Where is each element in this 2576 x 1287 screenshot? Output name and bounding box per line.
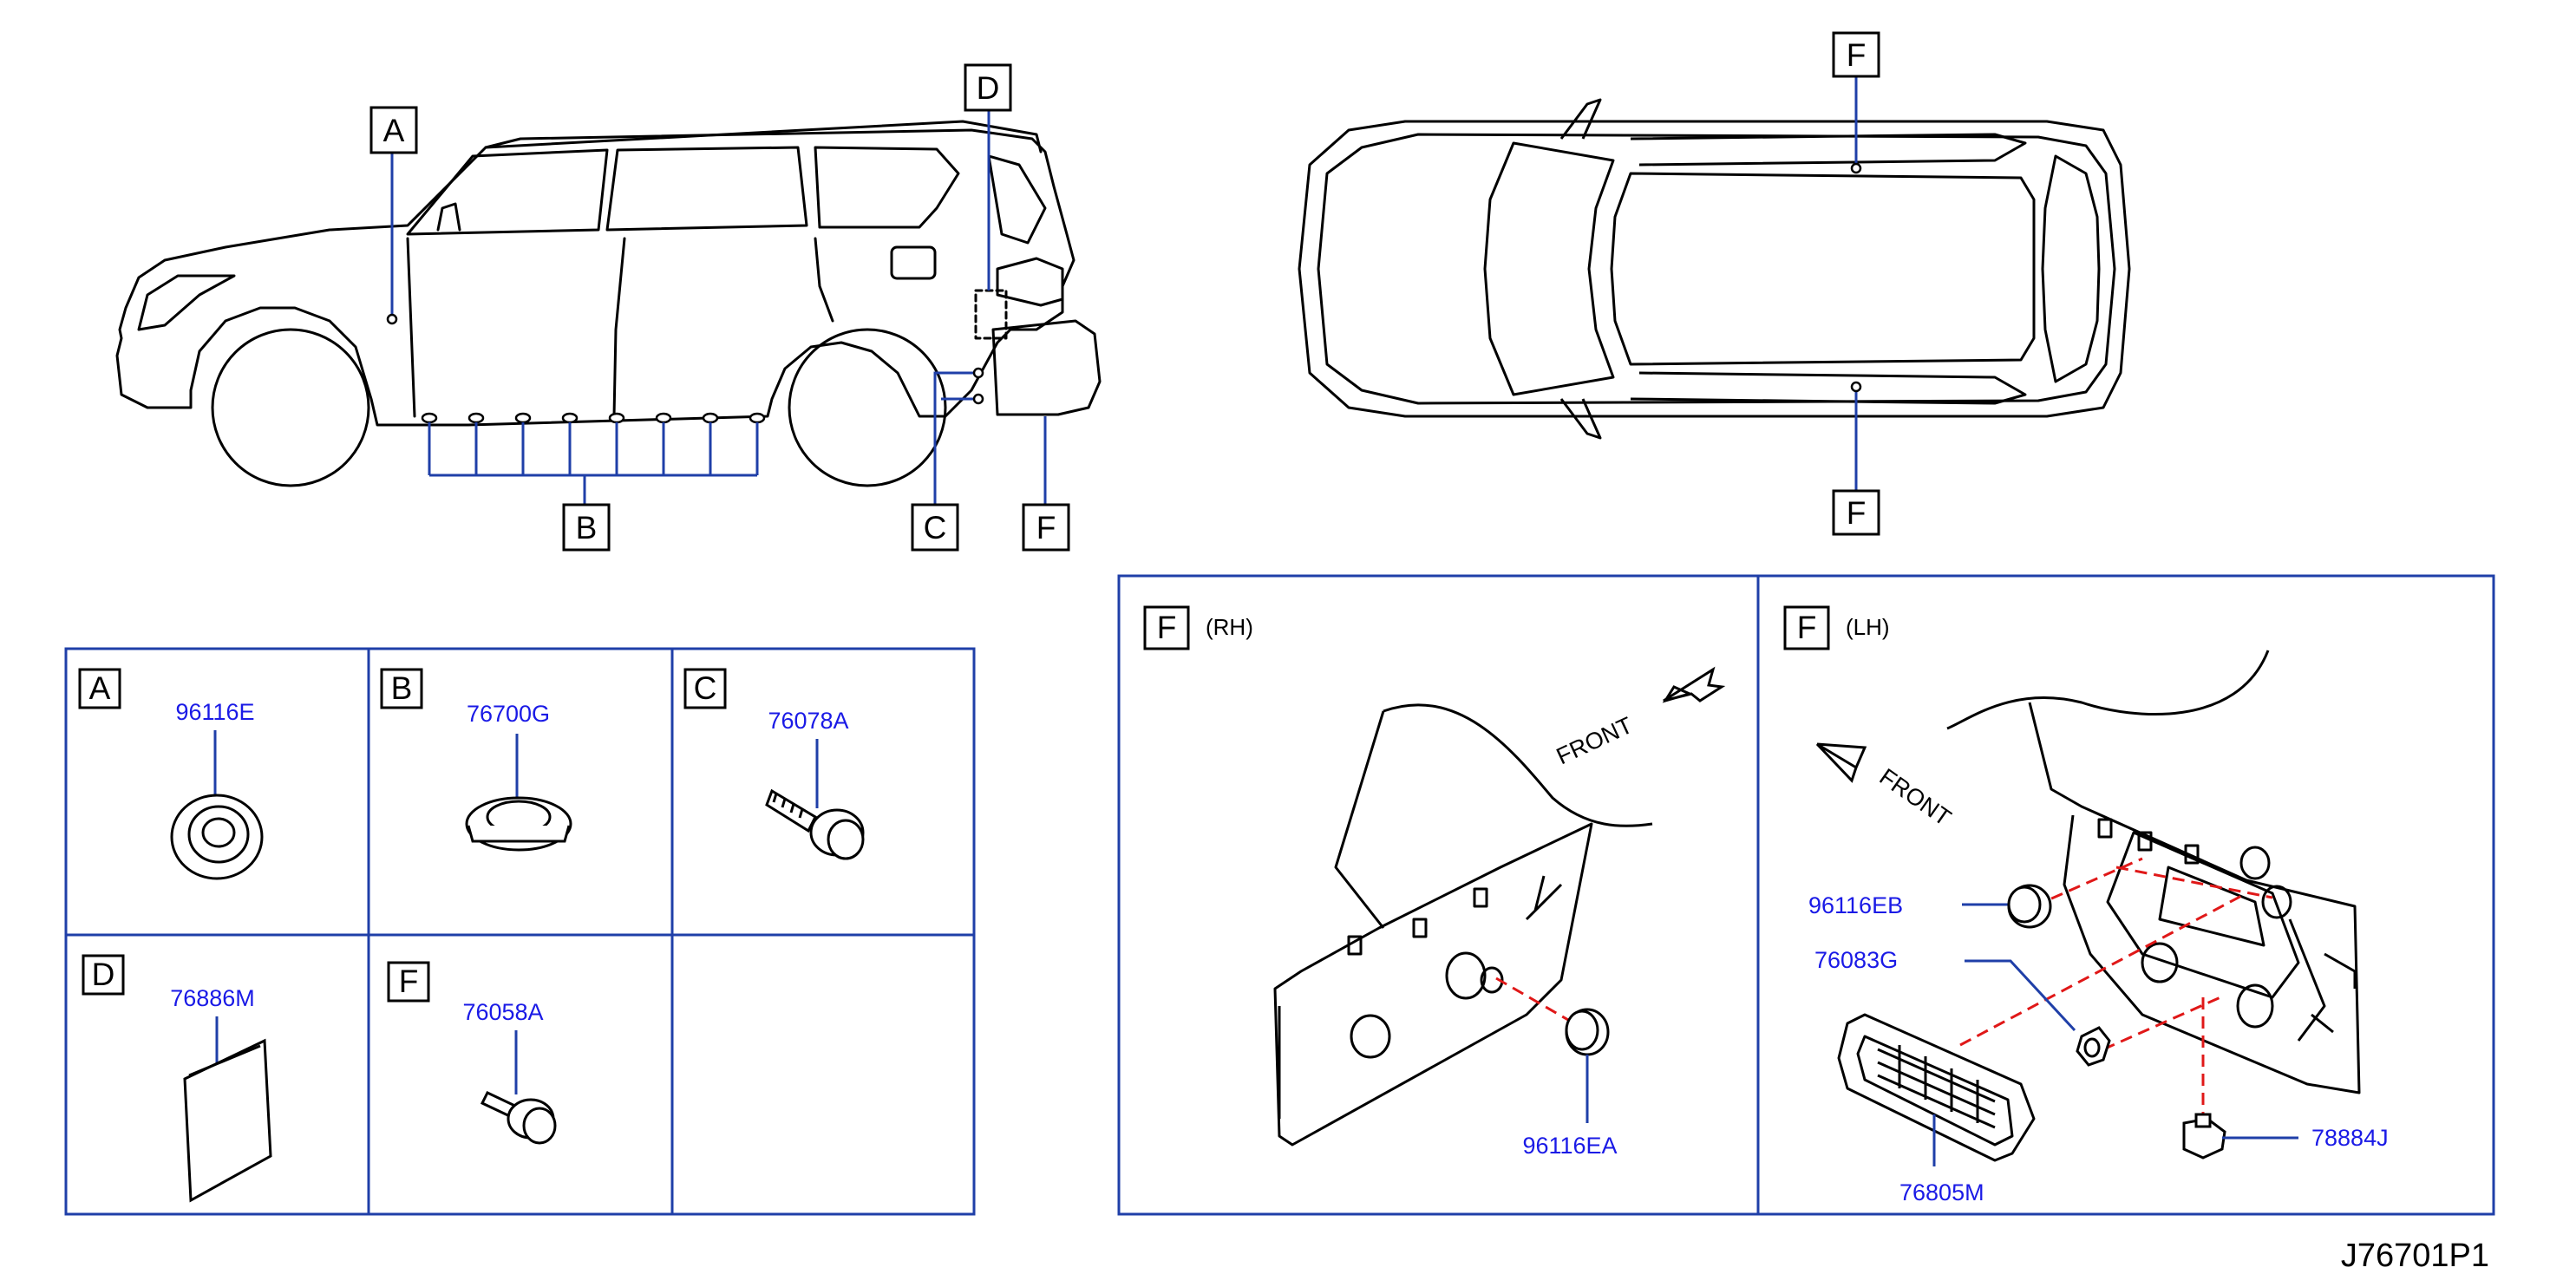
part-label-76805m: 76805M — [1899, 1179, 1984, 1205]
grid-cell-d: D 76886M — [82, 954, 272, 1203]
top-view-leader-dots — [1850, 162, 1862, 393]
callout-label-f-upper: F — [1847, 37, 1867, 73]
plug-76700g-drawing — [465, 796, 572, 852]
grid-cell-letter-f: F — [399, 964, 419, 999]
grid-cell-letter-b: B — [391, 670, 413, 706]
part-label-76700g: 76700G — [467, 701, 550, 727]
side-view-leader-dots — [386, 313, 984, 405]
vehicle-side-view — [115, 120, 1102, 487]
detail-rh-letter: F — [1157, 610, 1177, 645]
diagram-code: J76701P1 — [2341, 1238, 2489, 1274]
detail-rh-side: (RH) — [1206, 614, 1253, 640]
detail-lh-front-arrow — [1815, 742, 1867, 783]
detail-rh-front-arrow — [1662, 666, 1726, 703]
grommet-96116e-drawing — [170, 794, 264, 880]
grid-cell-letter-d: D — [92, 957, 115, 992]
part-label-78884j: 78884J — [2311, 1125, 2389, 1151]
callout-label-f: F — [1036, 510, 1056, 546]
plug-96116eb-drawing — [2007, 884, 2052, 929]
grid-cell-letter-a: A — [89, 670, 111, 706]
part-label-76083g: 76083G — [1814, 947, 1898, 973]
part-label-76058a: 76058A — [462, 999, 543, 1025]
part-label-76078a: 76078A — [768, 708, 848, 734]
detail-lh-panel: F (LH) FRONT 96116EB — [1783, 605, 2389, 1205]
detail-lh-front-label: FRONT — [1875, 763, 1956, 831]
rh-quarter-panel-drawing — [1273, 703, 1653, 1147]
callout-label-a: A — [383, 113, 405, 148]
screw-76058a-drawing — [480, 1091, 557, 1145]
detail-rh-panel: F (RH) FRONT 96116EA — [1143, 605, 1726, 1159]
detail-lh-side: (LH) — [1846, 614, 1890, 640]
grid-cell-f: F 76058A — [387, 961, 557, 1145]
callout-box-a: A — [369, 106, 418, 154]
vehicle-top-view — [1298, 98, 2131, 440]
grid-cell-letter-c: C — [694, 670, 717, 706]
side-view-callouts: A B C D F — [369, 63, 1070, 552]
rocker-clip-markers — [421, 412, 766, 424]
top-view-callouts: F F — [1832, 31, 1880, 536]
clip-78884j-drawing — [2182, 1113, 2226, 1160]
grid-frame — [64, 647, 976, 1216]
callout-box-d: D — [964, 63, 1012, 112]
part-label-76886m: 76886M — [170, 985, 255, 1011]
grid-cell-c: C 76078A — [683, 668, 865, 860]
lh-dash-lines — [1959, 857, 2273, 1119]
part-label-96116ea: 96116EA — [1522, 1133, 1617, 1159]
grid-cell-a: A 96116E — [78, 668, 264, 880]
callout-box-b: B — [562, 503, 611, 552]
plug-96116ea-drawing — [1565, 1008, 1610, 1056]
detail-frame — [1117, 574, 2495, 1216]
callout-box-c: C — [911, 503, 959, 552]
part-label-96116e: 96116E — [175, 699, 254, 725]
lh-quarter-panel-drawing — [1946, 650, 2361, 1094]
callout-label-c: C — [924, 510, 947, 546]
vent-76805m-drawing — [1837, 1013, 2036, 1162]
clip-76083g-drawing — [2076, 1026, 2111, 1067]
part-label-96116eb: 96116EB — [1808, 892, 1903, 918]
pad-76886m-drawing — [183, 1038, 272, 1203]
callout-box-f: F — [1022, 503, 1070, 552]
side-view-leaders — [390, 109, 1047, 513]
callout-label-b: B — [576, 510, 598, 546]
detail-rh-front-label: FRONT — [1553, 712, 1637, 769]
grid-cell-b: B 76700G — [380, 668, 572, 852]
rh-dash-line — [1495, 977, 1575, 1025]
detail-lh-letter: F — [1797, 610, 1817, 645]
callout-box-f-top-lower: F — [1832, 489, 1880, 536]
parts-grid: A 96116E B 76700G C 76078A — [64, 647, 976, 1216]
callout-label-d: D — [977, 70, 1000, 106]
bolt-76078a-drawing — [765, 788, 865, 860]
callout-box-f-top-upper: F — [1832, 31, 1880, 78]
callout-label-f-lower: F — [1847, 495, 1867, 531]
